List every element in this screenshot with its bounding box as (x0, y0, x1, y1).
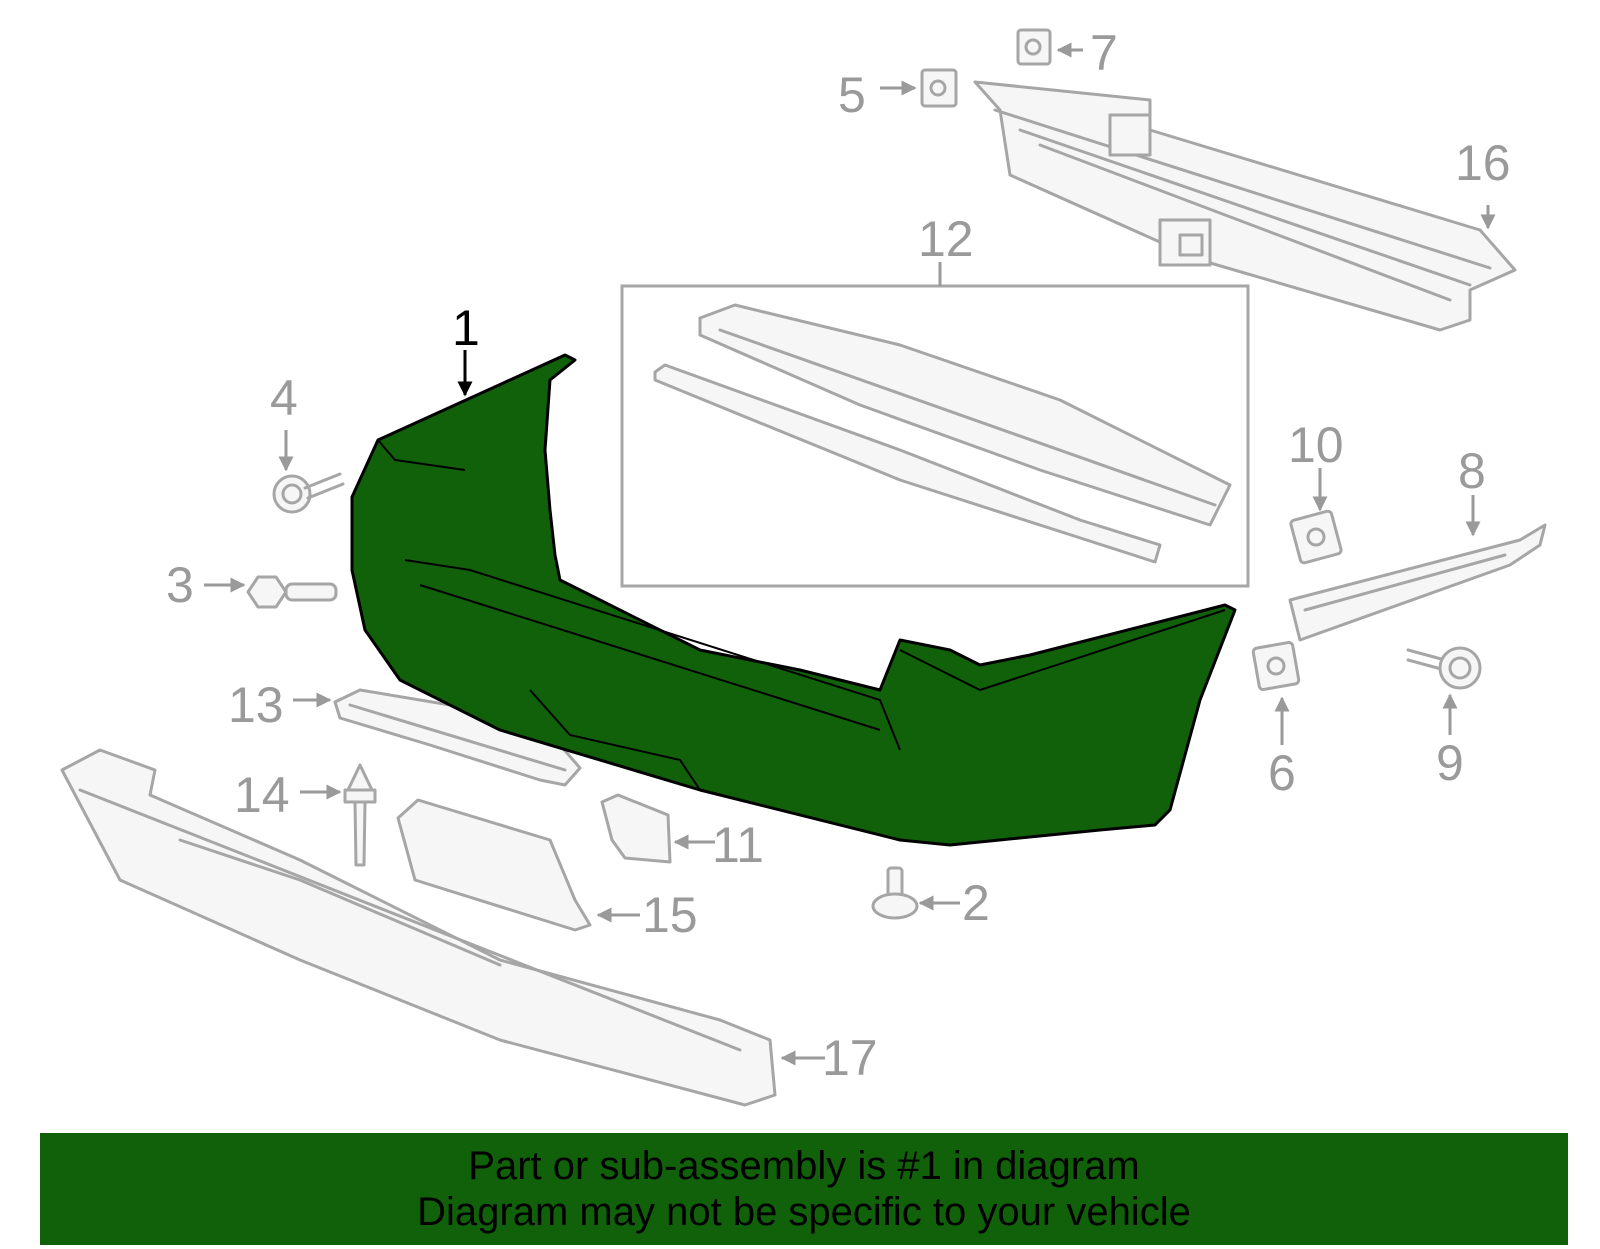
pin-part-14[interactable] (343, 763, 377, 867)
clip-part-6[interactable] (1251, 640, 1301, 692)
info-banner: Part or sub-assembly is #1 in diagram Di… (40, 1133, 1568, 1245)
banner-line-1: Part or sub-assembly is #1 in diagram (468, 1144, 1140, 1188)
inset-box-part-12[interactable] (620, 284, 1250, 588)
bumper-cover-part-1[interactable] (350, 353, 1237, 847)
bolt-part-3[interactable] (246, 575, 338, 609)
callout-15: 15 (642, 887, 698, 943)
plate-part-15[interactable] (396, 798, 592, 932)
callout-11: 11 (712, 817, 764, 873)
callout-17: 17 (822, 1030, 878, 1086)
clip-part-10[interactable] (1289, 509, 1343, 565)
callout-6: 6 (1268, 745, 1296, 801)
absorber-part-17[interactable] (60, 748, 777, 1107)
bracket-part-13[interactable] (333, 688, 582, 787)
bracket-part-8[interactable] (1288, 523, 1547, 642)
callout-5: 5 (838, 67, 866, 123)
callout-2: 2 (962, 875, 990, 931)
callout-8: 8 (1458, 443, 1486, 499)
impact-bar-part-16[interactable] (973, 80, 1517, 332)
callout-1: 1 (452, 300, 480, 356)
callout-9: 9 (1436, 735, 1464, 791)
bolt-part-9[interactable] (1406, 646, 1482, 690)
bolt-part-2[interactable] (871, 866, 919, 920)
callout-3: 3 (166, 557, 194, 613)
callout-10: 10 (1288, 417, 1344, 473)
callout-12: 12 (918, 211, 974, 267)
callout-13: 13 (228, 677, 284, 733)
bolt-part-4[interactable] (272, 472, 345, 514)
clip-part-7[interactable] (1016, 28, 1052, 66)
banner-line-2: Diagram may not be specific to your vehi… (417, 1190, 1191, 1234)
callout-7: 7 (1090, 25, 1118, 81)
clip-part-5[interactable] (920, 68, 958, 108)
callout-4: 4 (270, 370, 298, 426)
callout-16: 16 (1455, 135, 1511, 191)
cover-part-11[interactable] (600, 793, 672, 864)
callout-14: 14 (234, 767, 290, 823)
